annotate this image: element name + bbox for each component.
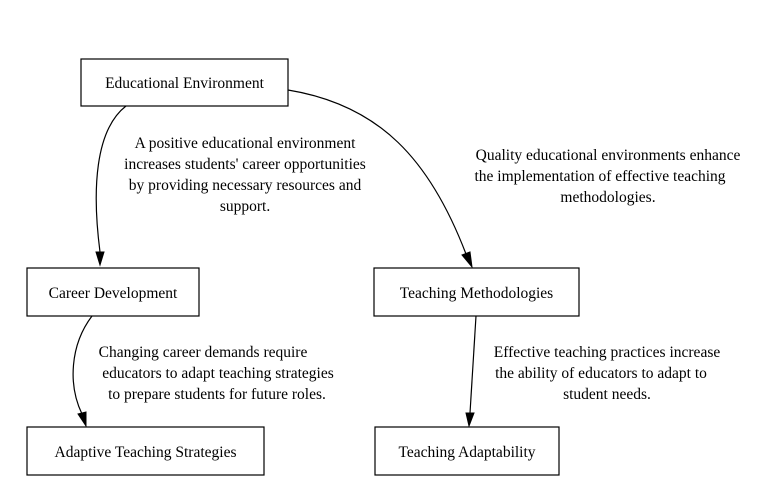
edge-label-env-to-career: A positive educational environment incre… xyxy=(124,135,366,215)
node-label-educational-environment: Educational Environment xyxy=(105,75,265,92)
edge-methods-to-adaptability xyxy=(469,315,477,414)
edge-label-line: student needs. xyxy=(563,386,651,403)
arrow-head-methods xyxy=(461,251,473,269)
edge-label-env-to-methods: Quality educational environments enhance… xyxy=(474,147,740,206)
edge-label-methods-to-adaptability: Effective teaching practices increase th… xyxy=(494,344,721,403)
edge-label-line: by providing necessary resources and xyxy=(129,177,362,194)
node-label-career-development: Career Development xyxy=(49,285,178,302)
edge-career-to-adaptive xyxy=(72,315,93,415)
edge-label-line: increases students' career opportunities xyxy=(124,156,366,173)
arrow-head-adaptive xyxy=(77,411,87,428)
edge-label-line: A positive educational environment xyxy=(135,135,357,152)
edge-label-line: educators to adapt teaching strategies xyxy=(102,365,334,382)
node-label-teaching-adaptability: Teaching Adaptability xyxy=(398,444,535,461)
node-career-development: Career Development xyxy=(26,267,200,317)
edge-label-line: support. xyxy=(220,198,270,215)
edge-label-line: Changing career demands require xyxy=(99,344,308,361)
edge-env-to-career xyxy=(95,105,127,253)
arrow-head-career xyxy=(95,251,105,267)
edge-label-line: Quality educational environments enhance xyxy=(476,147,741,164)
node-label-adaptive-teaching-strategies: Adaptive Teaching Strategies xyxy=(55,444,237,461)
edge-env-to-methods xyxy=(287,89,467,255)
edge-label-line: the implementation of effective teaching xyxy=(474,168,725,185)
node-educational-environment: Educational Environment xyxy=(80,58,289,107)
node-teaching-methodologies: Teaching Methodologies xyxy=(373,267,580,317)
arrow-head-adaptability xyxy=(465,412,475,428)
edge-label-line: the ability of educators to adapt to xyxy=(495,365,707,382)
node-teaching-adaptability: Teaching Adaptability xyxy=(374,426,560,476)
node-label-teaching-methodologies: Teaching Methodologies xyxy=(400,285,553,302)
edge-label-line: Effective teaching practices increase xyxy=(494,344,721,361)
edge-label-career-to-adaptive: Changing career demands require educator… xyxy=(99,344,334,403)
edge-label-line: methodologies. xyxy=(560,189,655,206)
edge-label-line: to prepare students for future roles. xyxy=(108,386,326,403)
node-adaptive-teaching-strategies: Adaptive Teaching Strategies xyxy=(26,426,265,476)
